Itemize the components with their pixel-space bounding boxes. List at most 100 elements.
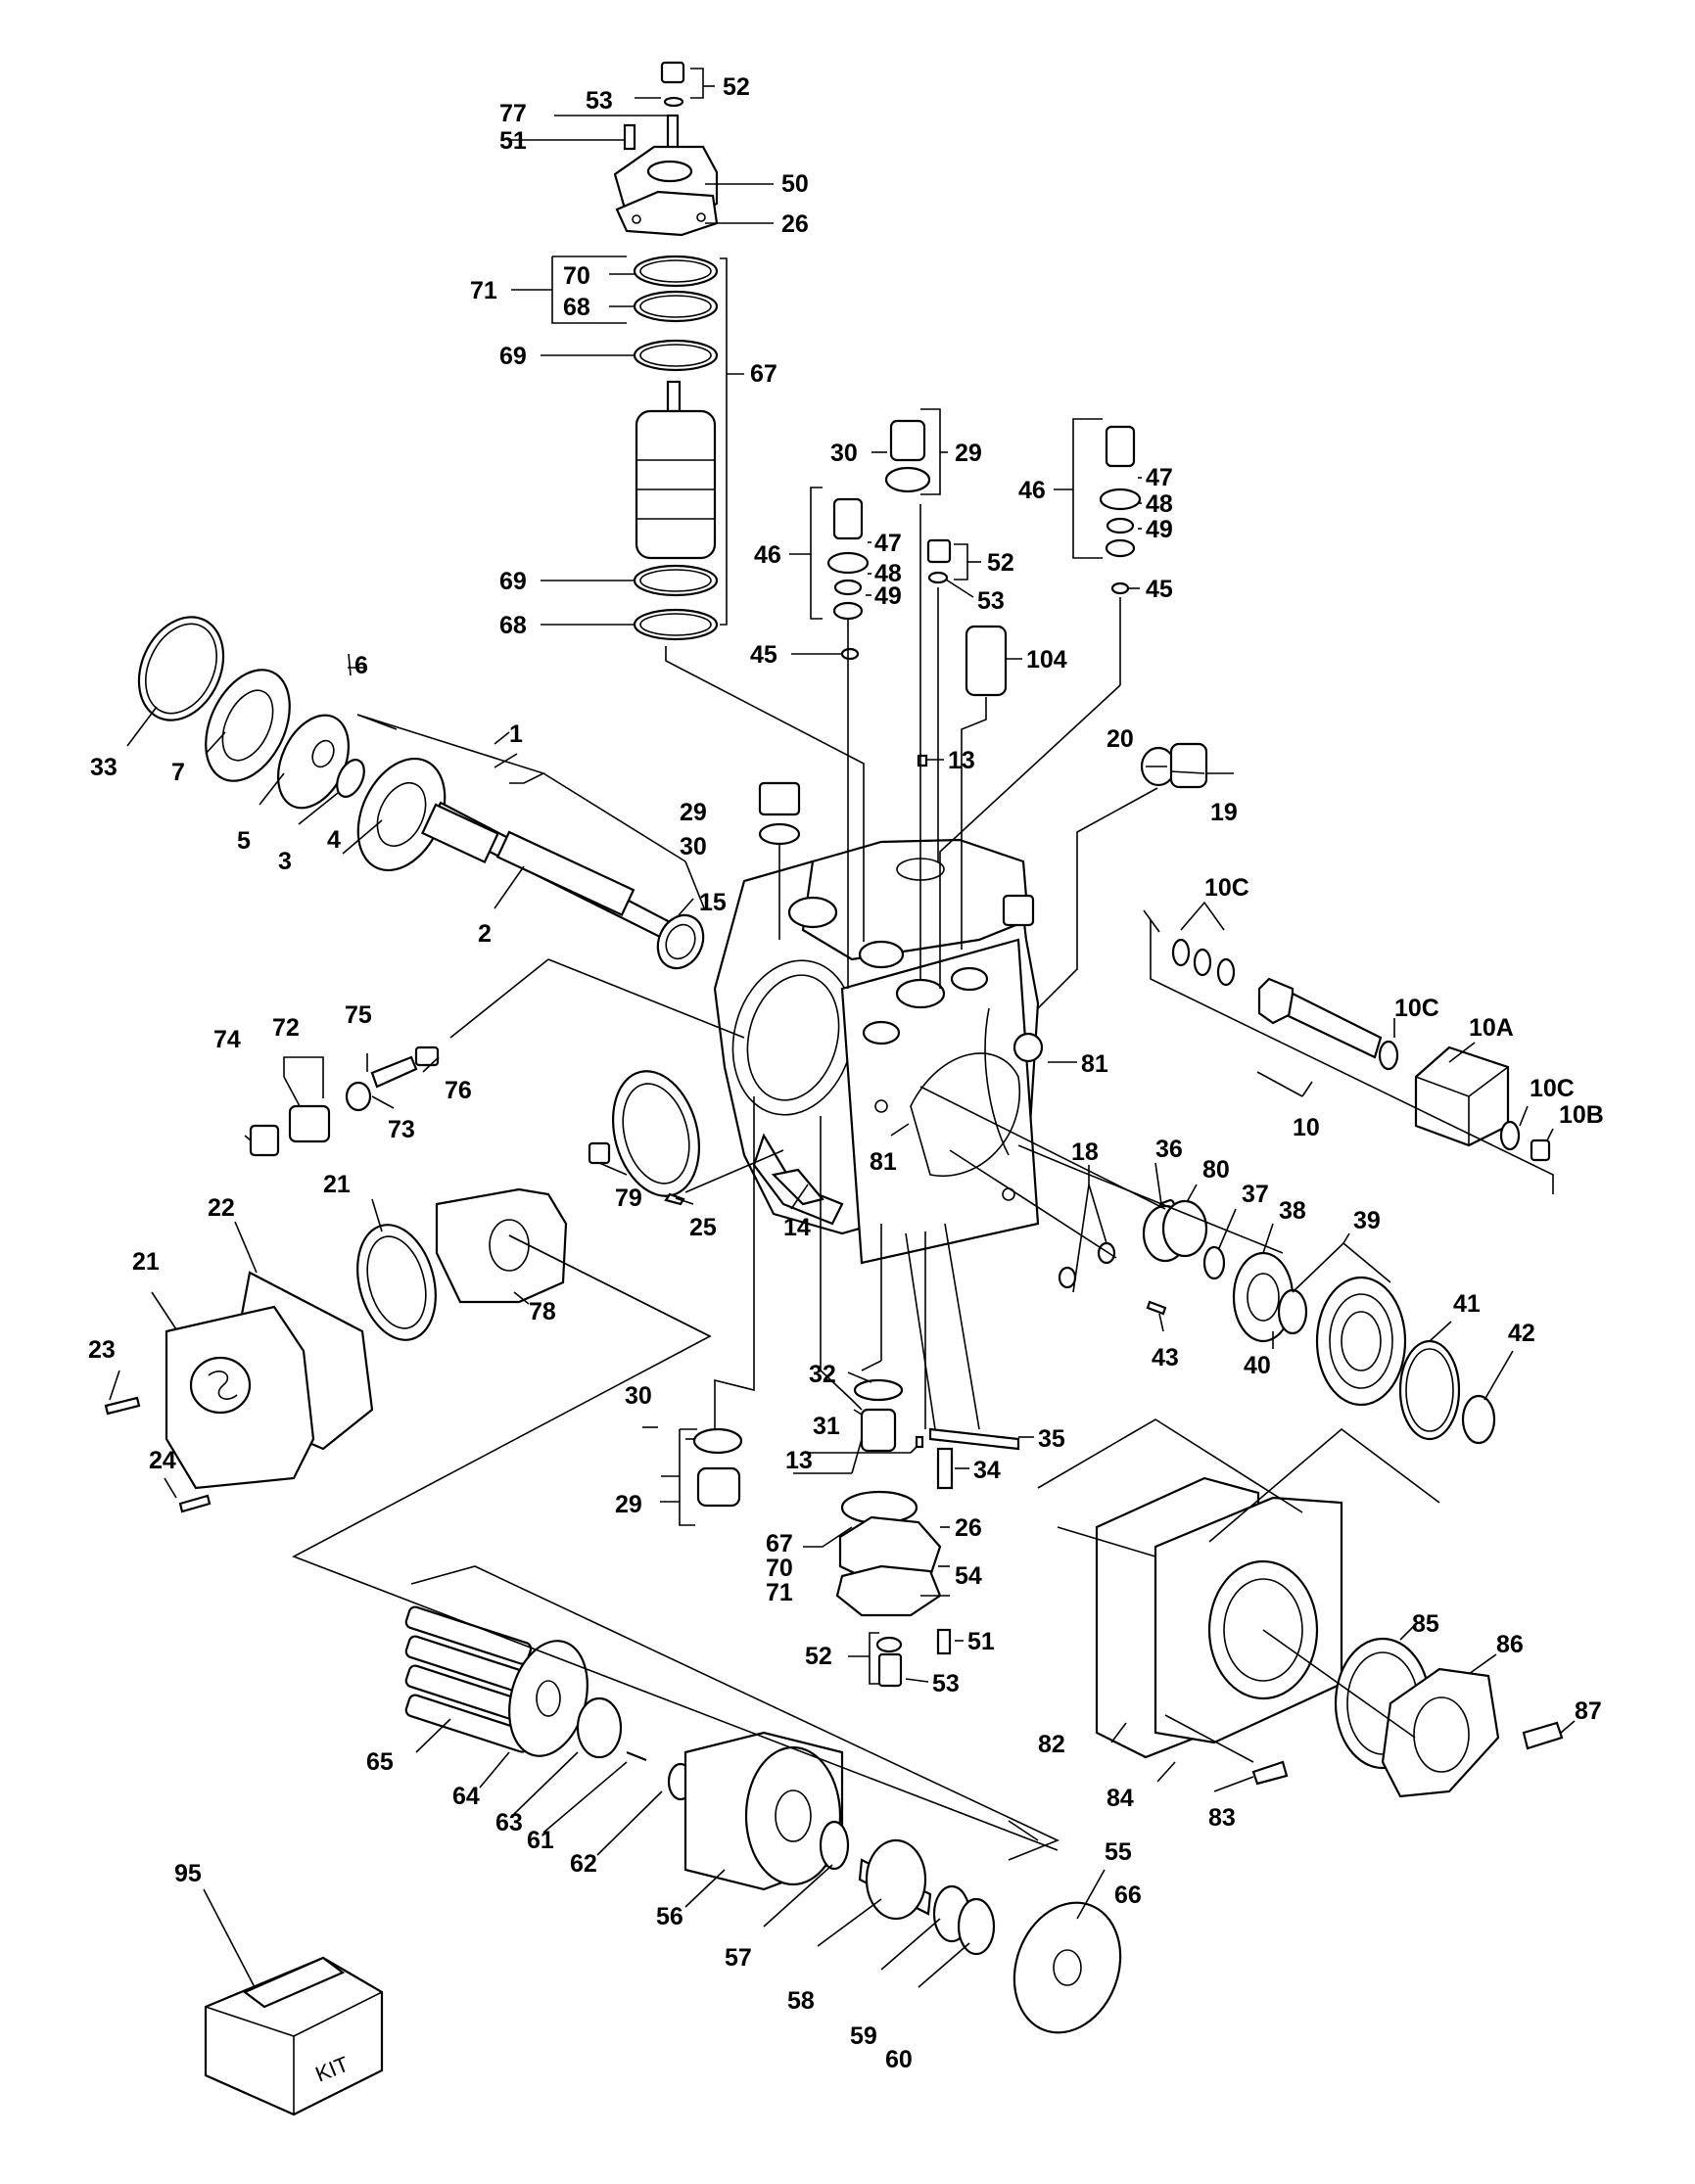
- label-66: 66: [1114, 1882, 1142, 1909]
- label-83: 83: [1208, 1804, 1236, 1832]
- label-53-mid: 53: [977, 587, 1005, 615]
- label-74: 74: [213, 1026, 241, 1053]
- label-78: 78: [529, 1298, 556, 1325]
- label-73: 73: [388, 1116, 415, 1143]
- label-45: 45: [750, 641, 777, 669]
- label-30-upper: 30: [680, 833, 707, 860]
- label-10c-2: 10C: [1394, 995, 1439, 1022]
- label-41: 41: [1453, 1290, 1481, 1318]
- label-37: 37: [1242, 1181, 1269, 1208]
- label-61: 61: [527, 1827, 554, 1854]
- label-10a: 10A: [1469, 1014, 1514, 1042]
- label-48: 48: [874, 560, 902, 587]
- label-69: 69: [499, 343, 527, 370]
- label-34: 34: [973, 1457, 1001, 1484]
- label-53: 53: [586, 87, 613, 115]
- label-81-lower: 81: [870, 1148, 897, 1176]
- label-10b: 10B: [1559, 1101, 1604, 1129]
- label-57: 57: [725, 1944, 752, 1972]
- label-69-lower: 69: [499, 568, 527, 595]
- label-24: 24: [149, 1447, 176, 1474]
- label-30: 30: [830, 440, 858, 467]
- label-10: 10: [1293, 1114, 1320, 1141]
- label-29: 29: [955, 440, 982, 467]
- label-84: 84: [1106, 1785, 1134, 1812]
- label-53-lower: 53: [932, 1670, 960, 1697]
- label-104: 104: [1026, 646, 1067, 674]
- label-56: 56: [656, 1903, 683, 1930]
- label-58: 58: [787, 1987, 815, 2015]
- label-62: 62: [570, 1850, 597, 1878]
- label-67-lower: 67: [766, 1530, 793, 1557]
- label-87: 87: [1575, 1697, 1602, 1725]
- label-39: 39: [1353, 1207, 1381, 1234]
- label-47-right: 47: [1146, 464, 1173, 491]
- label-46: 46: [754, 541, 781, 569]
- solenoid-group: [1171, 938, 1551, 1162]
- label-3: 3: [278, 848, 292, 875]
- label-4: 4: [327, 826, 341, 854]
- label-71: 71: [470, 277, 497, 304]
- label-68: 68: [563, 294, 590, 321]
- label-18: 18: [1071, 1138, 1099, 1166]
- label-79: 79: [615, 1185, 642, 1212]
- label-52-lower: 52: [805, 1643, 832, 1670]
- label-30-lower: 30: [625, 1382, 652, 1410]
- label-60: 60: [885, 2046, 913, 2073]
- label-1: 1: [509, 720, 523, 748]
- label-64: 64: [452, 1783, 480, 1810]
- callout-labels: 52 53 77 51 50 26 70 71 68 69 67 69 68 3…: [88, 73, 1604, 2073]
- label-63: 63: [495, 1809, 523, 1836]
- label-95: 95: [174, 1860, 202, 1887]
- label-80: 80: [1202, 1156, 1230, 1184]
- label-65: 65: [366, 1748, 394, 1776]
- label-48-right: 48: [1146, 490, 1173, 518]
- label-29-upper: 29: [680, 799, 707, 826]
- label-23: 23: [88, 1336, 116, 1364]
- label-55: 55: [1105, 1838, 1132, 1866]
- label-49-right: 49: [1146, 516, 1173, 543]
- label-77: 77: [499, 100, 527, 127]
- label-7: 7: [171, 759, 185, 786]
- label-5: 5: [237, 827, 251, 855]
- servo-piston-parts: [1058, 1198, 1496, 1445]
- label-26-lower: 26: [955, 1514, 982, 1542]
- label-40: 40: [1244, 1352, 1271, 1379]
- end-cover-group: [1095, 1476, 1564, 1798]
- label-45-right: 45: [1146, 576, 1173, 603]
- label-6: 6: [354, 652, 368, 679]
- label-10c-1: 10C: [1204, 874, 1249, 902]
- label-15: 15: [699, 889, 727, 916]
- label-32: 32: [809, 1361, 836, 1388]
- label-19: 19: [1210, 799, 1238, 826]
- label-38: 38: [1279, 1197, 1306, 1225]
- label-81: 81: [1081, 1050, 1108, 1078]
- rotating-group: [404, 1605, 1122, 2034]
- shaft-bearing-group: [137, 616, 705, 970]
- label-76: 76: [445, 1077, 472, 1104]
- label-13-lower: 13: [785, 1447, 813, 1474]
- label-85: 85: [1412, 1610, 1439, 1638]
- label-35: 35: [1038, 1425, 1065, 1453]
- label-20: 20: [1106, 725, 1134, 753]
- label-82: 82: [1038, 1731, 1065, 1758]
- label-51-lower: 51: [967, 1628, 995, 1655]
- top-valve-assembly: [613, 61, 719, 237]
- label-42: 42: [1508, 1320, 1535, 1347]
- label-33: 33: [90, 754, 118, 781]
- bottom-valve-assembly: [692, 1378, 1020, 1688]
- label-36: 36: [1155, 1136, 1183, 1163]
- label-49: 49: [874, 582, 902, 610]
- label-72: 72: [272, 1014, 300, 1042]
- label-52: 52: [723, 73, 750, 101]
- label-67: 67: [750, 360, 777, 388]
- label-22: 22: [208, 1194, 235, 1222]
- box-icon: KIT: [204, 1956, 384, 2116]
- label-59: 59: [850, 2022, 877, 2050]
- label-2: 2: [478, 920, 492, 948]
- swashplate-bearing-group: [104, 1070, 701, 1513]
- label-21-left: 21: [132, 1248, 160, 1276]
- label-31: 31: [813, 1413, 840, 1440]
- label-21: 21: [323, 1171, 351, 1198]
